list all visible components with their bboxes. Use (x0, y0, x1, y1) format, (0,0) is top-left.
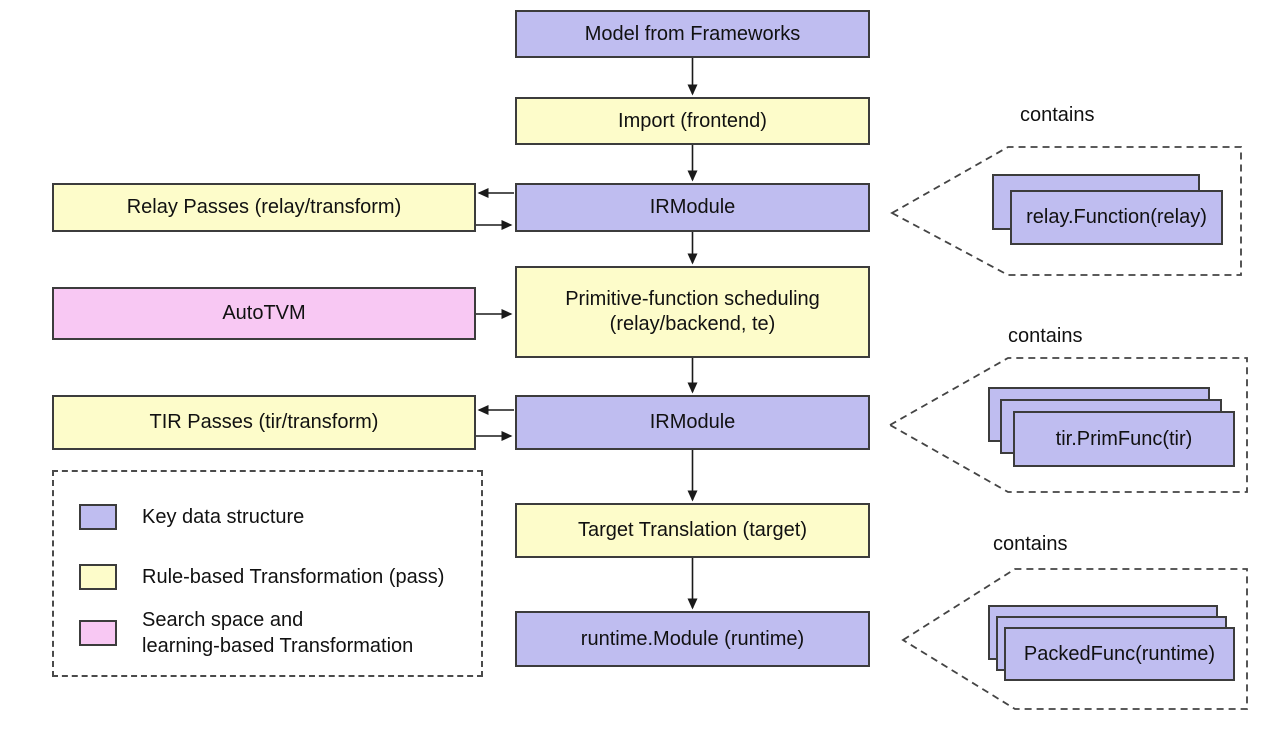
legend: Key data structure Rule-based Transforma… (52, 470, 483, 677)
legend-label-line2: learning-based Transformation (142, 635, 414, 657)
legend-item-key-data-structure: Key data structure (79, 504, 304, 530)
node-label: Target Translation (target) (578, 519, 807, 541)
node-label: Relay Passes (relay/transform) (126, 196, 402, 218)
node-label-line2: (relay/backend, te) (609, 313, 776, 335)
node-label: TIR Passes (tir/transform) (149, 411, 379, 433)
node-model-from-frameworks: Model from Frameworks (515, 10, 870, 58)
node-label-line1: Primitive-function scheduling (565, 288, 820, 310)
node-label: Model from Frameworks (584, 22, 801, 45)
stacked-box-relay-function: relay.Function(relay) (1010, 190, 1223, 245)
contains-label-runtime: contains (993, 533, 1068, 555)
legend-swatch-search (79, 620, 117, 646)
legend-label: Key data structure (142, 506, 305, 528)
legend-swatch-pass (79, 564, 117, 590)
node-autotvm: AutoTVM (52, 287, 476, 340)
node-target-translation: Target Translation (target) (515, 503, 870, 558)
stacked-box-label: relay.Function(relay) (1026, 206, 1207, 228)
node-label: AutoTVM (222, 302, 306, 324)
stacked-box-tir-primfunc: tir.PrimFunc(tir) (1013, 411, 1235, 467)
node-label: runtime.Module (runtime) (580, 627, 805, 650)
node-primitive-function-scheduling: Primitive-function scheduling (relay/bac… (515, 266, 870, 358)
node-irmodule-relay: IRModule (515, 183, 870, 232)
legend-item-rule-based: Rule-based Transformation (pass) (79, 564, 444, 590)
legend-label-line1: Search space and (142, 609, 304, 631)
node-import-frontend: Import (frontend) (515, 97, 870, 145)
node-runtime-module: runtime.Module (runtime) (515, 611, 870, 667)
node-label: IRModule (649, 411, 736, 433)
legend-swatch-data (79, 504, 117, 530)
legend-label: Search space and learning-based Transfor… (142, 607, 413, 659)
legend-item-search-space: Search space and learning-based Transfor… (79, 607, 413, 659)
stacked-box-label: PackedFunc(runtime) (1023, 642, 1216, 665)
node-relay-passes: Relay Passes (relay/transform) (52, 183, 476, 232)
legend-label: Rule-based Transformation (pass) (142, 566, 445, 588)
stacked-box-label: tir.PrimFunc(tir) (1055, 427, 1193, 450)
node-irmodule-tir: IRModule (515, 395, 870, 450)
stacked-box-packedfunc: PackedFunc(runtime) (1004, 627, 1235, 681)
contains-label-tir: contains (1008, 325, 1083, 347)
contains-label-relay: contains (1020, 104, 1095, 126)
node-label: Import (frontend) (618, 109, 767, 132)
node-tir-passes: TIR Passes (tir/transform) (52, 395, 476, 450)
node-label: IRModule (649, 196, 736, 218)
